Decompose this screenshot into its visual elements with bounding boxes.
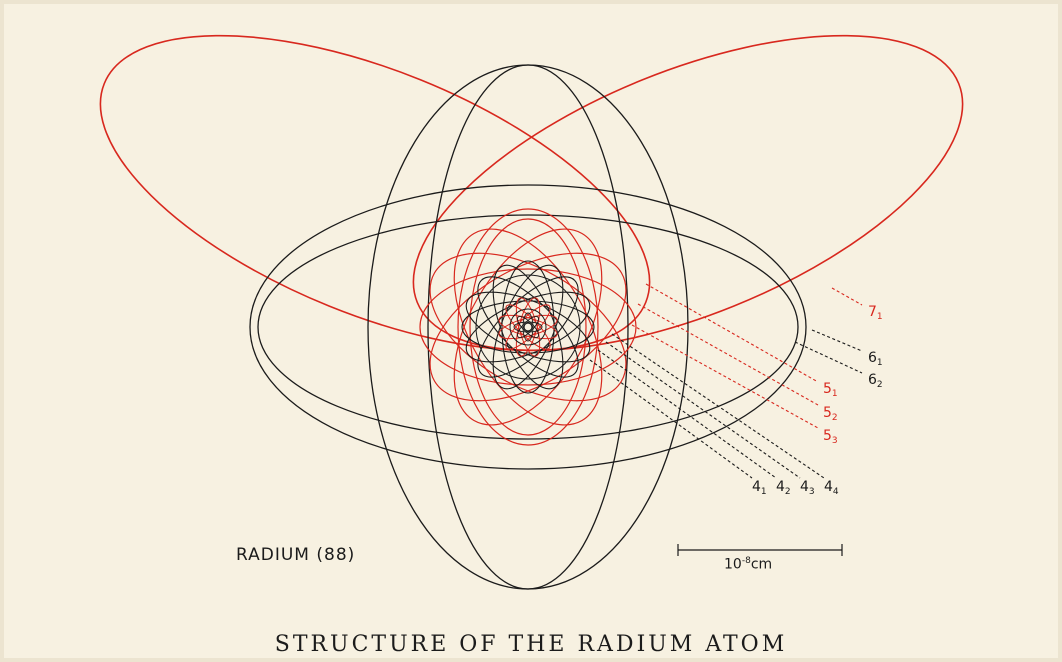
orbit-5-ellipse-3	[453, 228, 603, 426]
orbit-2-circle	[509, 308, 547, 346]
page-title: STRUCTURE OF THE RADIUM ATOM	[274, 632, 788, 657]
orbit-4-ellipse-8	[465, 291, 591, 363]
leader-4-3	[605, 341, 801, 479]
nucleus	[523, 322, 533, 332]
leader-4-1	[589, 359, 753, 479]
leader-4-2	[597, 349, 777, 479]
orbit-3-ellipse-5	[505, 304, 551, 350]
orbit-label-5-3: 53	[823, 428, 838, 446]
orbit-4-ellipse-1	[461, 300, 595, 354]
orbit-label-6-2: 62	[868, 372, 883, 390]
orbit-5-ellipse-5	[453, 228, 603, 426]
leader-6-2	[794, 341, 863, 374]
orbit-label-4-2: 42	[776, 479, 791, 497]
orbit-4-ellipse-4	[492, 264, 564, 390]
leader-5-2	[637, 303, 819, 406]
element-label: RADIUM (88)	[236, 545, 356, 565]
orbit-label-6-1: 61	[868, 350, 883, 368]
orbit-1-ellipse-1	[513, 321, 543, 333]
orbit-5-ellipse-2	[429, 252, 627, 402]
orbit-7-lobe-left	[99, 34, 651, 352]
orbit-label-4-4: 44	[824, 479, 839, 497]
leader-5-1	[645, 283, 819, 383]
orbit-label-4-3: 43	[800, 479, 815, 497]
orbit-4-ellipse-5	[501, 260, 555, 394]
orbit-7-lobe-right	[412, 34, 964, 352]
leader-6-1	[811, 329, 863, 352]
orbit-6-vertical-inner	[427, 64, 629, 590]
orbit-label-5-2: 52	[823, 405, 838, 423]
orbit-5-ellipse-6	[429, 252, 627, 402]
leader-5-3	[631, 324, 819, 429]
orbit-1-ellipse-4	[517, 316, 539, 338]
orbit-6-horizontal-outer	[249, 184, 807, 470]
orbit-label-7-1: 71	[868, 304, 883, 322]
orbit-6-vertical-outer	[367, 64, 689, 590]
orbit-4-ellipse-6	[492, 264, 564, 390]
orbit-3-ellipse-2	[505, 304, 551, 350]
orbit-5-ellipse-1	[419, 268, 637, 386]
leader-4-4	[611, 333, 825, 479]
orbit-6-horizontal-inner	[257, 214, 799, 440]
orbit-4-circle	[475, 274, 581, 380]
orbit-label-5-1: 51	[823, 381, 838, 399]
orbit-label-4-1: 41	[752, 479, 767, 497]
scale-bar-label: 10-8cm	[724, 556, 773, 573]
orbit-5-vertical	[457, 208, 599, 446]
orbit-4-ellipse-3	[477, 276, 579, 378]
orbit-5-ellipse-4	[469, 218, 587, 436]
orbit-4-ellipse-7	[477, 276, 579, 378]
orbit-1-ellipse-3	[522, 312, 534, 342]
orbit-1-ellipse-2	[517, 316, 539, 338]
orbit-4-ellipse-2	[465, 291, 591, 363]
leader-7-1	[831, 287, 863, 306]
